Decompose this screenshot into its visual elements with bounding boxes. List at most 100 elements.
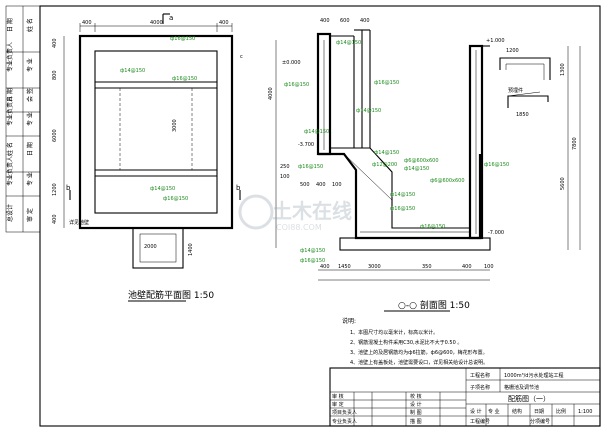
dim-label: 7800 <box>572 137 578 150</box>
rebar-callout: ф16@150 <box>298 164 323 170</box>
rebar-callout: ф16@150 <box>420 224 445 230</box>
rebar-callout: ф16@150 <box>172 76 197 82</box>
watermark: 土木在线 COI88.COM <box>238 194 352 232</box>
dim-label: 1200 <box>52 183 58 196</box>
rebar-callout: ф14@150 <box>150 186 175 192</box>
dim-label: 250 <box>280 164 290 170</box>
level-label: ±0.000 <box>282 60 301 66</box>
note-label: 详见池壁 <box>69 219 89 226</box>
drawing-title: 配筋图（一） <box>508 394 550 403</box>
dim-label: 800 <box>52 70 58 80</box>
tb-label: 校 核 <box>410 393 422 400</box>
dim-label: 600 <box>340 18 350 24</box>
tb-label: 专业负责人 <box>332 418 357 425</box>
rebar-callout: ф12@200 <box>372 162 397 168</box>
strip-label: 专 业 <box>26 172 34 186</box>
rebar-callout: ф6@600x600 <box>404 158 439 164</box>
strip-label: 姓 名 <box>6 142 14 156</box>
rebar-callout: ф14@150 <box>374 150 399 156</box>
rebar-callout: ф14@150 <box>300 248 325 254</box>
tb-label: 子项名称 <box>470 384 490 391</box>
note-line: 3、池壁上的及居钢筋均为ф6拉筋，ф6@600，梅花形布置。 <box>350 349 488 356</box>
tank-outer-wall <box>78 34 234 230</box>
dim-label: 350 <box>422 264 432 270</box>
tb-label: 审 定 <box>332 401 344 408</box>
strip-label: 专业负责人 <box>6 156 14 186</box>
tb-label: 描 图 <box>410 418 422 425</box>
strip-label: 审 定 <box>26 208 34 222</box>
level-label: -7.000 <box>488 230 504 236</box>
level-label: +1.000 <box>486 38 505 44</box>
tb-label: 设 计 <box>470 408 482 415</box>
tb-label: 比例 <box>556 408 566 415</box>
dim-label: 4000 <box>150 20 163 26</box>
section-marker: a <box>169 14 173 22</box>
note-line: 2、钢筋混凝土构件采用C30,水泥比不大于0.50 。 <box>350 339 462 346</box>
tb-label: 工程编号 <box>470 418 490 425</box>
note-label: 预埋件 <box>508 87 523 94</box>
tb-value: 1000m³/d污水处理站工程 <box>504 372 563 379</box>
view-title: 池壁配筋平面图 1:50 <box>128 289 214 301</box>
title-block: 工程名称 1000m³/d污水处理站工程 子项名称 格栅池及调节池 配筋图（一）… <box>329 367 601 427</box>
notes-heading: 说明: <box>342 317 356 325</box>
strip-label: 姓 名 <box>26 18 34 32</box>
dim-label: 1200 <box>506 48 519 54</box>
strip-label: 专 业 <box>26 58 34 72</box>
tb-value: 格栅池及调节池 <box>504 384 539 391</box>
rebar-callout: ф14@150 <box>120 68 145 74</box>
dim-label: 400 <box>52 38 58 48</box>
dim-label: 2000 <box>144 244 157 250</box>
rebar-callout: ф16@150 <box>170 36 195 42</box>
tb-label: 日期 <box>534 409 544 415</box>
dim-label: 1300 <box>560 63 566 76</box>
section-view: 400 600 400 ф14@150 ±0.000 -3.700 -7.000… <box>268 18 581 312</box>
tb-label: 审 核 <box>332 393 344 400</box>
dim-label: 400 <box>82 20 92 26</box>
strip-label: 日 期 <box>6 88 14 102</box>
rebar-callout: ф16@150 <box>484 162 509 168</box>
tb-label: 分项编号 <box>530 418 550 425</box>
strip-label: 总设计 <box>6 204 14 222</box>
rebar-callout: ф14@150 <box>404 166 429 172</box>
tb-label: 工程名称 <box>470 372 490 379</box>
dim-label: 100 <box>280 174 290 180</box>
dim-label: 100 <box>484 264 494 270</box>
dim-label: 400 <box>320 264 330 270</box>
strip-label: 专业负责人 <box>6 42 14 72</box>
detail-inset: 1200 预埋件 1850 <box>499 48 551 118</box>
rebar-callout: ф14@150 <box>356 108 381 114</box>
section-marker: b <box>66 184 71 192</box>
rebar-callout: ф16@150 <box>374 80 399 86</box>
rebar-callout: ф6@600x600 <box>430 178 465 184</box>
strip-label: 专 业 <box>26 112 34 126</box>
watermark-text: 土木在线 <box>272 199 352 223</box>
dim-label: 400 <box>52 214 58 224</box>
rebar-callout: ф16@150 <box>163 196 188 202</box>
dim-label: 400 <box>462 264 472 270</box>
dim-label: 1450 <box>338 264 351 270</box>
left-revision-strip: 日 期 姓 名 专业负责人 专 业 日 期 会 签 专业负责人 专 业 姓 名 … <box>5 5 41 233</box>
strip-label: 会 签 <box>26 88 34 102</box>
level-label: -3.700 <box>298 142 314 148</box>
notes-block: 说明: 1、本图尺寸均以毫米计，标高以米计。 2、钢筋混凝土构件采用C30,水泥… <box>342 317 488 366</box>
dim-label: 400 <box>320 18 330 24</box>
tb-label: 结构 <box>512 408 522 415</box>
strip-label: 日 期 <box>6 18 14 32</box>
dim-label: 1850 <box>516 112 529 118</box>
dim-label: 500 <box>300 182 310 188</box>
span-label: 3000 <box>172 119 178 132</box>
rebar-callout: ф16@150 <box>390 206 415 212</box>
watermark-text: COI88.COM <box>276 223 322 232</box>
floor-slab <box>339 237 491 251</box>
dim-label: 5600 <box>560 177 566 190</box>
section-marker: b <box>236 184 241 192</box>
tb-label: 设 计 <box>410 401 422 408</box>
dim-label: 400 <box>219 20 229 26</box>
strip-label: 日 期 <box>26 142 34 156</box>
rebar-callout: ф16@150 <box>284 82 309 88</box>
note-line: 4、池壁上有盖板处，池壁需要设口，详见相关给设计总说明。 <box>350 359 488 366</box>
dim-label: 100 <box>332 182 342 188</box>
section-marker: c <box>240 54 243 60</box>
